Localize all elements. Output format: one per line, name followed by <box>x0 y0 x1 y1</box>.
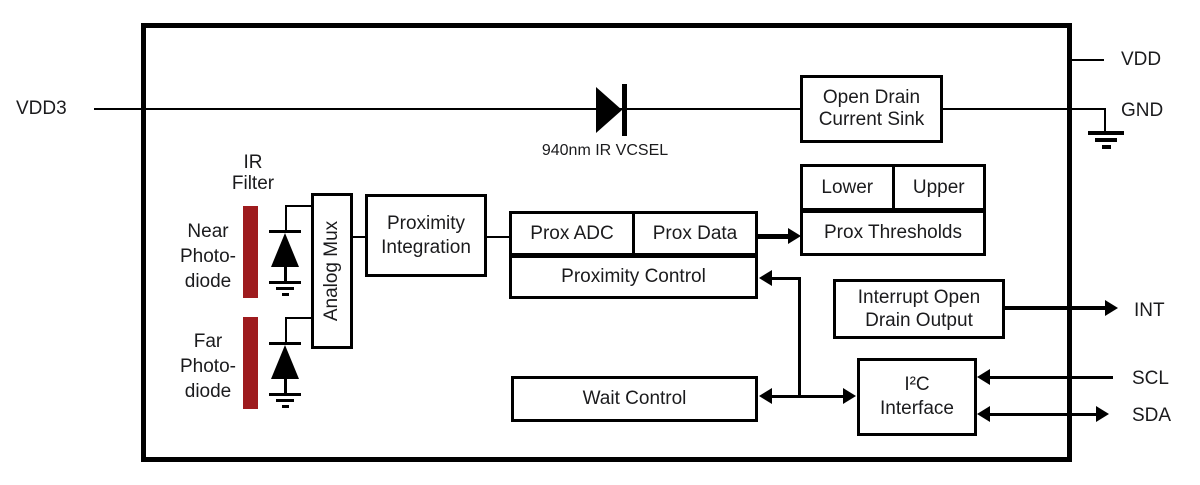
pin-vdd-label: VDD <box>1121 49 1162 70</box>
sda-line <box>988 413 1098 416</box>
near-photodiode-wire-v <box>285 205 287 232</box>
proximity-control-label: Proximity Control <box>561 266 706 287</box>
control-arrow-line <box>771 277 801 280</box>
open-drain-current-sink-block: Open Drain Current Sink <box>800 75 943 143</box>
wait-i2c-bus-line <box>769 395 846 398</box>
analog-mux-label: Analog Mux <box>321 220 342 322</box>
far-photodiode-wire-v <box>285 317 287 344</box>
vcsel-diode-icon <box>596 84 627 136</box>
gnd-wire <box>941 108 1106 110</box>
pin-int-label: INT <box>1134 300 1165 321</box>
ground-symbol-icon <box>1088 131 1124 149</box>
interrupt-open-drain-block: Interrupt Open Drain Output <box>833 279 1005 339</box>
wait-control-label: Wait Control <box>582 388 687 409</box>
gnd-stem-wire <box>1104 109 1106 132</box>
ir-filter-label: IR Filter <box>218 152 288 194</box>
vdd-stub-wire <box>1072 59 1104 61</box>
pin-gnd-label: GND <box>1121 100 1164 121</box>
vcsel-label: 940nm IR VCSEL <box>541 142 669 159</box>
ir-filter-line1: IR <box>243 152 263 173</box>
near-photodiode-icon <box>269 230 301 296</box>
i2c-interface-block: I²C Interface <box>857 358 977 436</box>
near-line3: diode <box>184 271 232 292</box>
far-line1: Far <box>193 331 223 352</box>
control-bus-vertical <box>798 277 801 397</box>
near-line2: Photo- <box>180 246 236 267</box>
prox-adc-data-block: Prox ADC Prox Data <box>509 211 758 256</box>
open-drain-line2: Current Sink <box>818 109 925 130</box>
proximity-integration-block: Proximity Integration <box>365 194 487 277</box>
pin-sda-label: SDA <box>1132 405 1172 426</box>
lower-threshold-cell: Lower <box>803 167 892 208</box>
integration-to-adc-wire <box>486 236 510 238</box>
ir-filter-bar-near <box>243 206 258 298</box>
prox-thresholds-block: Prox Thresholds <box>800 210 986 256</box>
proxdata-arrowhead-icon <box>788 228 801 244</box>
ir-filter-line2: Filter <box>231 173 275 194</box>
sda-right-arrowhead-icon <box>1096 406 1109 422</box>
far-line2: Photo- <box>180 356 236 377</box>
proximity-control-block: Proximity Control <box>509 255 758 299</box>
prox-adc-cell: Prox ADC <box>512 214 632 253</box>
prox-adc-label: Prox ADC <box>530 222 614 244</box>
scl-arrowhead-icon <box>977 369 990 385</box>
i2c-line2: Interface <box>880 398 954 419</box>
near-photodiode-wire-h <box>285 205 313 207</box>
scl-line <box>988 376 1113 379</box>
int-line <box>1005 306 1107 310</box>
ir-filter-bar-far <box>243 317 258 409</box>
vdd3-wire <box>94 108 801 110</box>
upper-threshold-label: Upper <box>912 176 965 198</box>
analog-mux-block: Analog Mux <box>311 193 353 349</box>
i2c-arrowhead-icon <box>843 388 856 404</box>
proximity-integration-line1: Proximity <box>386 212 466 234</box>
near-photodiode-label: Near Photo- diode <box>168 219 248 294</box>
near-line1: Near <box>187 221 229 242</box>
open-drain-line1: Open Drain <box>822 87 921 108</box>
upper-threshold-cell: Upper <box>891 167 984 208</box>
proxdata-to-thresholds-line <box>757 234 791 239</box>
chip-boundary <box>141 23 1072 462</box>
wait-control-block: Wait Control <box>511 376 758 422</box>
prox-data-label: Prox Data <box>652 222 738 244</box>
sda-left-arrowhead-icon <box>977 406 990 422</box>
prox-data-cell: Prox Data <box>632 214 755 253</box>
i2c-line1: I²C <box>904 374 930 395</box>
mux-to-integration-wire <box>352 236 366 238</box>
control-arrowhead-icon <box>759 270 772 286</box>
threshold-registers-block: Lower Upper <box>800 164 986 211</box>
pin-vdd3-label: VDD3 <box>16 98 67 119</box>
far-photodiode-label: Far Photo- diode <box>168 329 248 404</box>
prox-thresholds-label: Prox Thresholds <box>824 222 962 243</box>
far-photodiode-icon <box>269 342 301 408</box>
interrupt-line1: Interrupt Open <box>857 287 981 308</box>
proximity-integration-line2: Integration <box>381 236 471 258</box>
pin-scl-label: SCL <box>1132 368 1169 389</box>
far-photodiode-wire-h <box>285 317 313 319</box>
interrupt-line2: Drain Output <box>865 310 973 331</box>
lower-threshold-label: Lower <box>821 176 874 198</box>
int-arrowhead-icon <box>1105 300 1118 316</box>
wait-arrowhead-icon <box>759 388 772 404</box>
far-line3: diode <box>184 381 232 402</box>
